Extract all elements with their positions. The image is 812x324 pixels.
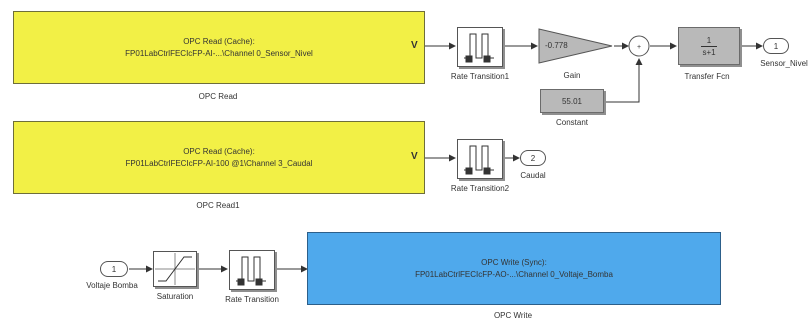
rate-transition2-label: Rate Transition2: [450, 184, 510, 193]
opc-read-line1: OPC Read (Cache):: [183, 36, 255, 46]
saturation-block[interactable]: [153, 251, 197, 287]
outport-sensor-nivel-number: 1: [773, 41, 779, 51]
outport-caudal[interactable]: 2: [520, 150, 546, 166]
rate-transition-label: Rate Transition: [225, 295, 279, 304]
opc-write-label: OPC Write: [493, 311, 533, 320]
gain-value: -0.778: [545, 41, 568, 50]
opc-read-line2: FP01LabCtrlFECIcFP-AI-...\Channel 0_Sens…: [125, 48, 313, 58]
rate-transition1-icon: [464, 33, 494, 63]
inport-voltaje-bomba-label: Voltaje Bomba: [86, 281, 138, 290]
transfer-fcn-denominator: s+1: [702, 47, 716, 57]
rate-transition1-block[interactable]: [457, 27, 503, 67]
sum-block[interactable]: [628, 35, 650, 57]
outport-caudal-label: Caudal: [520, 171, 546, 180]
constant-label: Constant: [555, 118, 589, 127]
opc-read-port: V: [411, 40, 418, 51]
opc-read1-block[interactable]: OPC Read (Cache): FP01LabCtrlFECIcFP-AI-…: [13, 121, 425, 194]
opc-read1-line2: FP01LabCtrlFECIcFP-AI-100 @1\Channel 3_C…: [125, 158, 313, 168]
transfer-fcn-block[interactable]: 1 s+1: [678, 27, 740, 65]
opc-read1-line1: OPC Read (Cache):: [183, 146, 255, 156]
opc-read-block[interactable]: OPC Read (Cache): FP01LabCtrlFECIcFP-AI-…: [13, 11, 425, 84]
outport-sensor-nivel[interactable]: 1: [763, 38, 789, 54]
transfer-fcn-numerator: 1: [700, 35, 718, 47]
inport-voltaje-bomba[interactable]: 1: [100, 261, 128, 277]
constant-block[interactable]: 55.01: [540, 89, 604, 113]
constant-value: 55.01: [561, 96, 583, 106]
transfer-fcn-label: Transfer Fcn: [684, 72, 730, 81]
opc-write-line1: OPC Write (Sync):: [481, 257, 547, 267]
rate-transition-block[interactable]: [229, 250, 275, 290]
saturation-icon: [155, 253, 195, 285]
gain-block[interactable]: [538, 28, 613, 64]
opc-read-label: OPC Read: [198, 92, 238, 101]
wire-const-to-sum: [604, 58, 643, 103]
opc-write-line2: FP01LabCtrlFECIcFP-AO-...\Channel 0_Volt…: [415, 269, 613, 279]
opc-read1-port: V: [411, 151, 418, 162]
sum-signs: +: [637, 44, 641, 51]
opc-read1-label: OPC Read1: [196, 201, 240, 210]
rate-transition2-icon: [464, 145, 494, 175]
outport-sensor-nivel-label: Sensor_Nivel: [760, 59, 808, 68]
saturation-label: Saturation: [156, 292, 194, 301]
rate-transition-icon: [236, 256, 266, 286]
rate-transition2-block[interactable]: [457, 139, 503, 179]
outport-caudal-number: 2: [530, 153, 536, 163]
opc-write-block[interactable]: OPC Write (Sync): FP01LabCtrlFECIcFP-AO-…: [307, 232, 721, 305]
gain-label: Gain: [563, 71, 581, 80]
inport-voltaje-bomba-number: 1: [111, 264, 117, 274]
rate-transition1-label: Rate Transition1: [450, 72, 510, 81]
